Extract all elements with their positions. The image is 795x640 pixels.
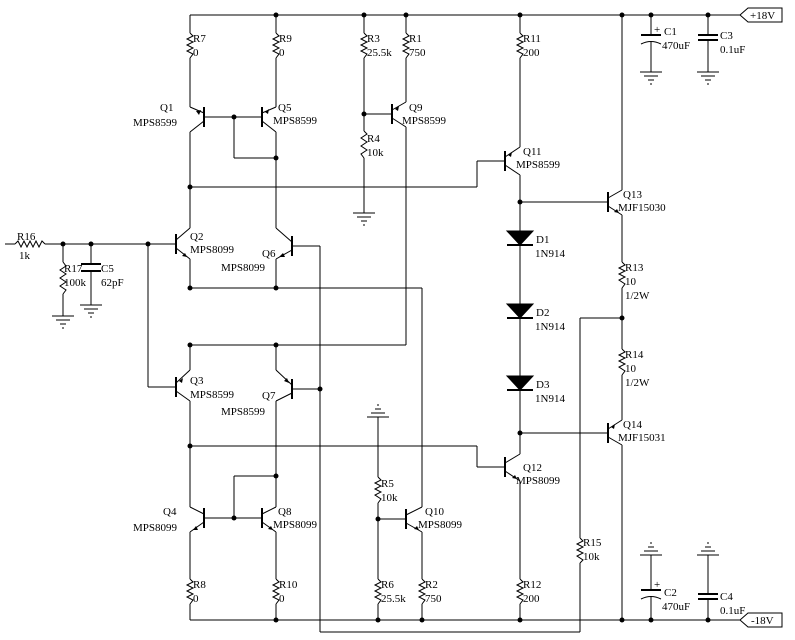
resistor-value-r7: 0 <box>193 47 199 59</box>
capacitor-label-c2: C2 <box>664 587 677 599</box>
resistor-label-r11: R11 <box>523 33 541 45</box>
capacitor-label-c4: C4 <box>720 591 733 603</box>
resistor-value-r13: 10 <box>625 276 637 288</box>
resistor-value-r3: 25.5k <box>367 47 392 59</box>
diode-part-d3: 1N914 <box>535 393 565 405</box>
resistor-label-r16: R16 <box>17 231 36 243</box>
resistor-label-r10: R10 <box>279 579 298 591</box>
transistor-part-q9: MPS8599 <box>402 115 447 127</box>
polarity-mark-c2: + <box>654 579 660 591</box>
resistor-label-r17: R17 <box>64 263 83 275</box>
resistor-label-r7: R7 <box>193 33 206 45</box>
resistor-value-r1: 750 <box>409 47 426 59</box>
resistor-value-r2: 750 <box>425 593 442 605</box>
transistor-part-q12: MPS8099 <box>516 475 561 487</box>
transistor-label-q6: Q6 <box>262 248 276 260</box>
resistor-label-r9: R9 <box>279 33 292 45</box>
resistor-value-r17: 100k <box>64 277 87 289</box>
transistor-part-q10: MPS8099 <box>418 519 463 531</box>
transistor-symbols <box>175 101 623 533</box>
resistor-label-r1: R1 <box>409 33 422 45</box>
capacitor-value-c2: 470uF <box>662 601 690 613</box>
capacitor-label-c1: C1 <box>664 26 677 38</box>
resistor-value-r9: 0 <box>279 47 285 59</box>
transistor-label-q14: Q14 <box>623 419 642 431</box>
resistor-rating-r13: 1/2W <box>625 290 650 302</box>
transistor-label-q5: Q5 <box>278 102 292 114</box>
resistor-value-r14: 10 <box>625 363 637 375</box>
diode-label-d2: D2 <box>536 307 549 319</box>
transistor-part-q2: MPS8099 <box>190 244 235 256</box>
transistor-label-q2: Q2 <box>190 231 203 243</box>
resistor-label-r15: R15 <box>583 537 602 549</box>
resistor-label-r14: R14 <box>625 349 644 361</box>
resistor-label-r5: R5 <box>381 478 394 490</box>
transistor-label-q12: Q12 <box>523 462 542 474</box>
negative-rail-label: -18V <box>751 615 774 627</box>
transistor-label-q13: Q13 <box>623 189 642 201</box>
resistor-value-r6: 25.5k <box>381 593 406 605</box>
transistor-label-q4: Q4 <box>163 506 177 518</box>
transistor-label-q3: Q3 <box>190 375 204 387</box>
resistor-label-r2: R2 <box>425 579 438 591</box>
diode-label-d3: D3 <box>536 379 550 391</box>
transistor-label-q7: Q7 <box>262 390 276 402</box>
transistor-part-q1: MPS8599 <box>133 117 178 129</box>
resistor-value-r10: 0 <box>279 593 285 605</box>
transistor-part-q14: MJF15031 <box>618 432 666 444</box>
transistor-label-q9: Q9 <box>409 102 423 114</box>
diode-part-d2: 1N914 <box>535 321 565 333</box>
diode-label-d1: D1 <box>536 234 549 246</box>
transistor-label-q10: Q10 <box>425 506 444 518</box>
resistor-value-r8: 0 <box>193 593 199 605</box>
transistor-part-q8: MPS8099 <box>273 519 318 531</box>
transistor-label-q8: Q8 <box>278 506 292 518</box>
rail-labels: +18V -18V <box>739 7 783 628</box>
resistor-value-r4: 10k <box>367 147 384 159</box>
resistor-label-r6: R6 <box>381 579 394 591</box>
capacitor-label-c5: C5 <box>101 263 114 275</box>
resistor-value-r16: 1k <box>19 250 31 262</box>
resistor-symbols <box>14 32 627 605</box>
resistor-label-r13: R13 <box>625 262 644 274</box>
transistor-part-q11: MPS8599 <box>516 159 561 171</box>
capacitor-label-c3: C3 <box>720 30 733 42</box>
resistor-value-r15: 10k <box>583 551 600 563</box>
diode-part-d1: 1N914 <box>535 248 565 260</box>
transistor-part-q13: MJF15030 <box>618 202 666 214</box>
junctions <box>60 12 711 623</box>
capacitor-value-c4: 0.1uF <box>720 605 745 617</box>
resistor-label-r3: R3 <box>367 33 380 45</box>
component-labels: R7 0 R9 0 R3 25.5k R1 750 R11 200 R4 10k… <box>17 24 745 617</box>
resistor-label-r8: R8 <box>193 579 206 591</box>
wires <box>5 14 740 633</box>
polarity-mark-c1: + <box>654 24 660 36</box>
transistor-label-q1: Q1 <box>160 102 173 114</box>
transistor-part-q5: MPS8599 <box>273 115 318 127</box>
diode-symbols <box>505 230 535 391</box>
resistor-rating-r14: 1/2W <box>625 377 650 389</box>
transistor-part-q3: MPS8599 <box>190 389 235 401</box>
capacitor-value-c5: 62pF <box>101 277 124 289</box>
resistor-value-r11: 200 <box>523 47 540 59</box>
capacitor-symbols <box>81 34 718 600</box>
resistor-label-r4: R4 <box>367 133 380 145</box>
transistor-part-q6: MPS8099 <box>221 262 266 274</box>
positive-rail-label: +18V <box>750 10 775 22</box>
resistor-value-r12: 200 <box>523 593 540 605</box>
capacitor-value-c1: 470uF <box>662 40 690 52</box>
resistor-label-r12: R12 <box>523 579 541 591</box>
transistor-part-q7: MPS8599 <box>221 406 266 418</box>
capacitor-value-c3: 0.1uF <box>720 44 745 56</box>
transistor-part-q4: MPS8099 <box>133 522 178 534</box>
resistor-value-r5: 10k <box>381 492 398 504</box>
transistor-label-q11: Q11 <box>523 146 542 158</box>
ground-symbols <box>52 71 719 556</box>
